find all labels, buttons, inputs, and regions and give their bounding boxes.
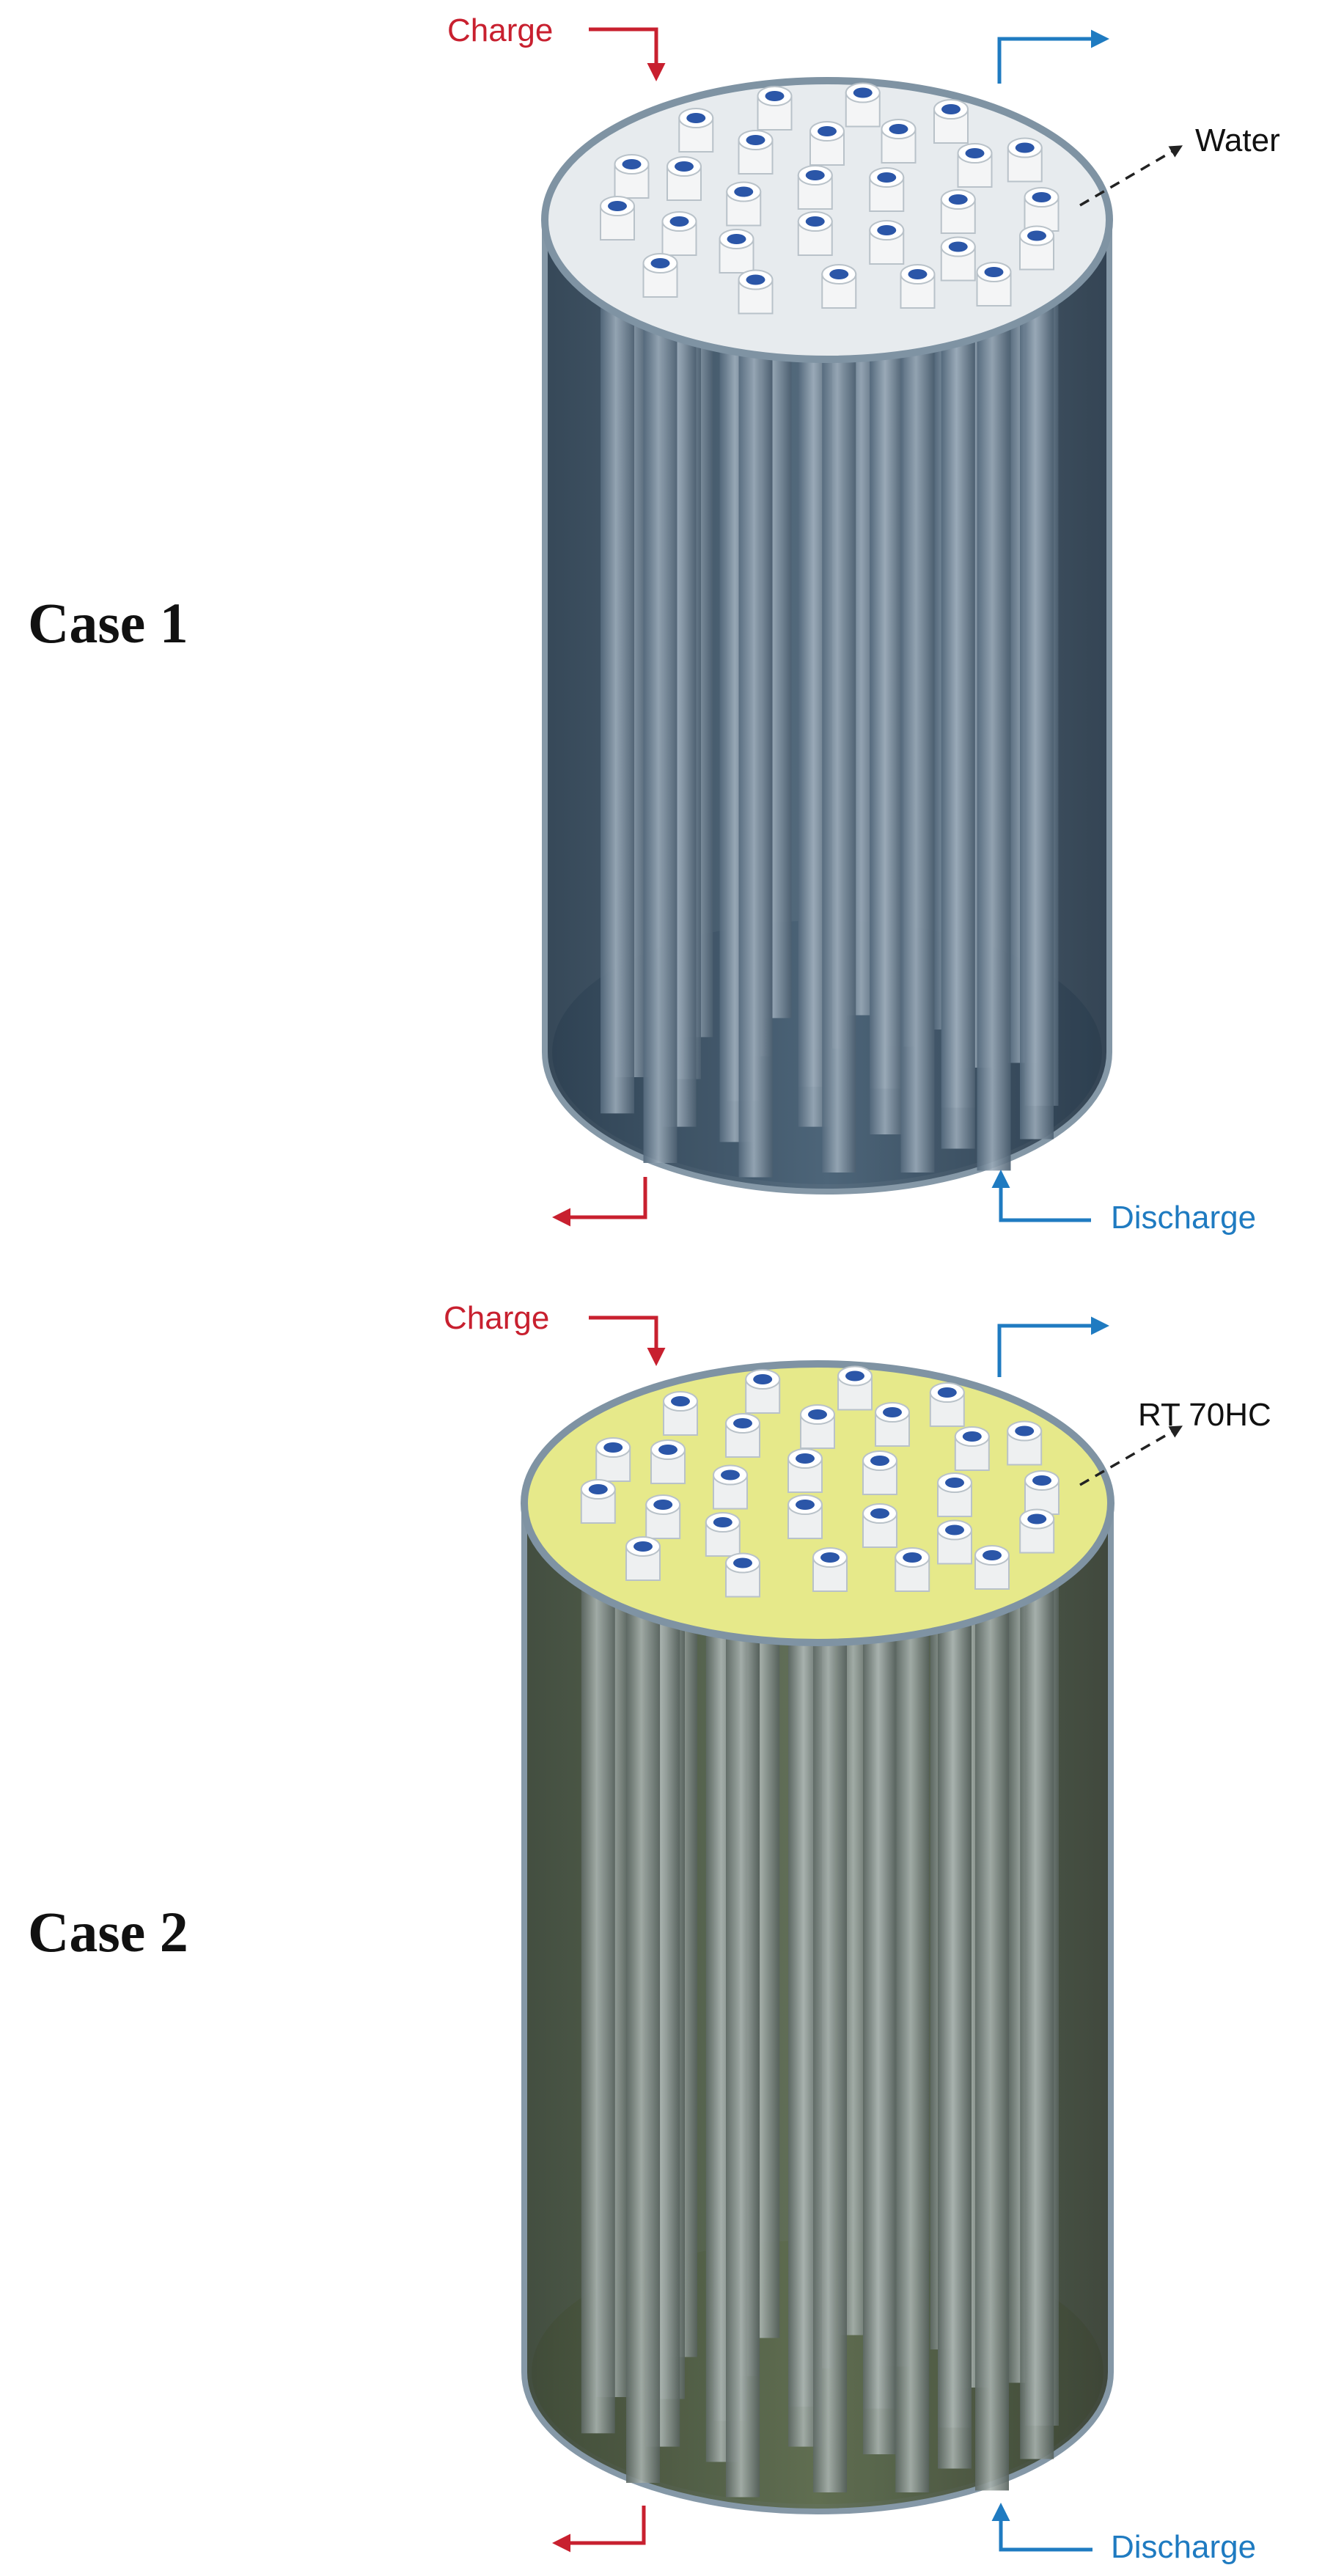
tank-1-tube-19 — [1020, 269, 1054, 1140]
discharge-label-1: Discharge — [1111, 1200, 1256, 1236]
tank-2-tube-bore-20 — [634, 1541, 653, 1552]
tank-2-tube-bore-4 — [845, 1370, 864, 1381]
charge-label-1: Charge — [447, 12, 553, 48]
charge-outlet-arrow-1 — [552, 1177, 647, 1227]
tank-2-tube-28 — [975, 1589, 1009, 2491]
tank-1-tube-bore-10 — [818, 126, 837, 136]
tank-2-tube-20 — [626, 1580, 660, 2483]
discharge-inlet-arrow-2 — [991, 2503, 1093, 2552]
tank-2-tube-bore-25 — [733, 1557, 752, 1568]
tank-1-tube-bore-14 — [669, 216, 689, 227]
tank-1-tube-bore-17 — [877, 172, 897, 183]
tank-1-tube-bore-8 — [675, 161, 694, 172]
tank-1-tube-bore-28 — [984, 267, 1004, 277]
panel-1-top — [541, 77, 1113, 363]
tank-1-tube-bore-23 — [877, 225, 897, 235]
tank-2-tube-bore-26 — [820, 1552, 840, 1563]
tank-2-tube-bore-6 — [1015, 1425, 1035, 1436]
tank-1-tube-bore-18 — [948, 194, 968, 205]
tank-1-tube-25 — [738, 313, 773, 1178]
tank-2-tube-19 — [1020, 1552, 1054, 2459]
tank-2-tube-bore-5 — [937, 1387, 957, 1398]
tank-1-tube-bore-16 — [805, 170, 825, 180]
tank-1-tube-bore-20 — [650, 258, 670, 268]
tank-1-tube-bore-27 — [908, 269, 928, 279]
tank-1-tube-20 — [643, 297, 677, 1163]
tank-2-tube-bore-22 — [796, 1500, 815, 1510]
tank-1-tube-bore-26 — [829, 269, 849, 279]
tank-2-tube-bore-23 — [870, 1508, 889, 1519]
tank-2-tube-bore-17 — [870, 1456, 889, 1466]
tank-1-tube-23 — [870, 264, 904, 1134]
tank-2-tube-bore-3 — [753, 1374, 773, 1384]
tank-2-tube-23 — [863, 1547, 897, 2454]
tank-2-tube-27 — [895, 1591, 930, 2492]
panel-case-1: Charge Discharge Water — [447, 12, 1280, 1236]
tank-2-tube-bore-1 — [603, 1442, 623, 1453]
tank-2-tube-bore-18 — [945, 1478, 964, 1488]
tank-1-tube-bore-25 — [746, 274, 765, 285]
tank-1-tube-bore-22 — [805, 216, 825, 227]
material-pointer-1 — [1079, 145, 1183, 207]
material-label-water: Water — [1195, 122, 1280, 158]
material-pointer-2 — [1079, 1425, 1183, 1486]
charge-label-2: Charge — [444, 1300, 549, 1336]
tank-1-tube-bore-13 — [1032, 192, 1051, 202]
tank-2-tube-bore-8 — [658, 1445, 677, 1455]
tank-1-tube-bore-4 — [853, 87, 873, 98]
tank-2-tube-bore-2 — [671, 1396, 690, 1406]
tank-2-tube-bore-14 — [653, 1500, 673, 1510]
discharge-outlet-arrow-2 — [997, 1316, 1109, 1377]
tank-2-tube-bore-10 — [808, 1409, 827, 1420]
tank-2-tube-bore-21 — [713, 1517, 732, 1527]
discharge-outlet-arrow-1 — [997, 29, 1109, 84]
tank-2-tube-25 — [726, 1596, 760, 2498]
tank-1-tube-bore-1 — [622, 159, 642, 169]
tank-2-tube-bore-9 — [733, 1418, 752, 1428]
tank-1-tube-bore-7 — [608, 201, 627, 211]
tank-2-tube-bore-7 — [588, 1484, 608, 1494]
tank-2-tube-bore-19 — [1027, 1513, 1047, 1524]
tank-2-tube-bore-28 — [983, 1550, 1002, 1560]
tank-1-tube-bore-6 — [1015, 142, 1035, 153]
tank-2-tube-bore-16 — [796, 1453, 815, 1464]
tank-1-tube-bore-2 — [686, 113, 706, 123]
tank-2-tube-bore-15 — [721, 1469, 740, 1480]
tank-1-tube-bore-5 — [941, 104, 961, 114]
tank-2-tube-bore-27 — [903, 1552, 922, 1563]
tank-1-tube-bore-15 — [734, 186, 754, 197]
tank-1-tube-26 — [822, 308, 856, 1173]
tank-1-tube-27 — [900, 308, 935, 1173]
tank-2-tube-bore-12 — [962, 1431, 982, 1442]
charge-inlet-arrow-2 — [589, 1315, 666, 1366]
tank-1-tube-bore-9 — [746, 135, 765, 145]
tank-1-tube-bore-3 — [765, 91, 785, 101]
panel-case-2: Charge Discharge RT 70HC — [444, 1300, 1271, 2565]
case-1-label: Case 1 — [28, 591, 188, 655]
discharge-inlet-arrow-1 — [991, 1170, 1091, 1222]
tank-2-tube-7 — [581, 1523, 615, 2434]
tank-2-tube-bore-24 — [945, 1524, 964, 1535]
discharge-label-2: Discharge — [1111, 2529, 1256, 2565]
tank-1-tube-bore-19 — [1027, 230, 1046, 241]
charge-inlet-arrow-1 — [589, 27, 666, 81]
tank-1-tube-bore-11 — [889, 124, 908, 134]
tank-2-tube-bore-11 — [883, 1407, 902, 1417]
charge-outlet-arrow-2 — [552, 2506, 646, 2553]
tank-1-tube-bore-21 — [727, 234, 746, 244]
tank-2-tube-26 — [813, 1591, 847, 2492]
tank-1-tube-bore-24 — [948, 241, 968, 252]
material-label-rt70hc: RT 70HC — [1138, 1397, 1271, 1433]
tank-1-tube-bore-12 — [965, 148, 985, 158]
panel-2-top — [521, 1360, 1114, 1646]
tank-1-tube-7 — [601, 240, 634, 1114]
case-2-label: Case 2 — [28, 1900, 188, 1964]
tank-1-tube-28 — [977, 306, 1011, 1171]
tank-2-tube-24 — [938, 1563, 972, 2469]
tank-1-tube-24 — [941, 280, 975, 1149]
tank-2-tube-bore-13 — [1032, 1475, 1051, 1486]
